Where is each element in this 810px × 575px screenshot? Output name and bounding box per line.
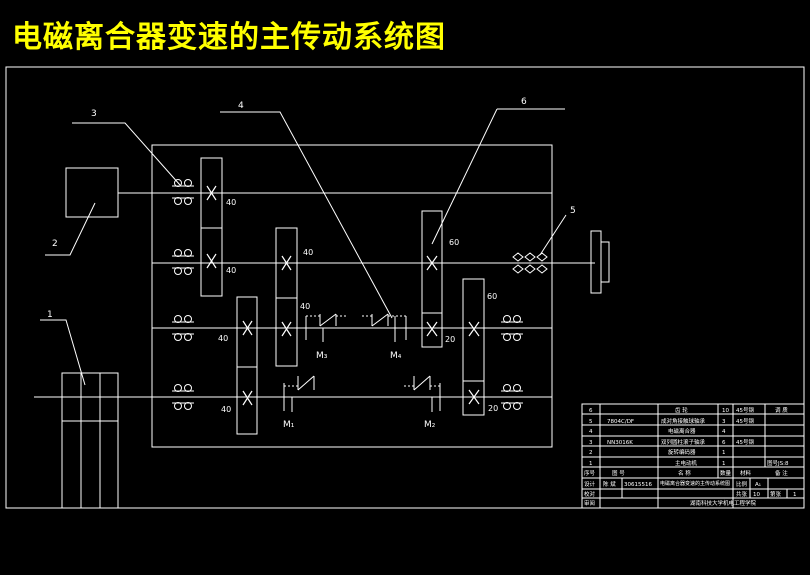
tb-scale-label: 比例 (736, 480, 748, 488)
encoder-box (65, 167, 119, 218)
tb-row2-no: 2 (589, 450, 593, 456)
tb-page-label: 第张 (770, 490, 782, 498)
callout-3: 3 (91, 109, 97, 119)
clutch-label-m4: M₄ (390, 351, 402, 361)
spindle-nose (600, 241, 610, 283)
tb-header-name: 名 称 (678, 469, 691, 477)
gear-block-4b (421, 312, 443, 348)
clutch-m1-m2 (283, 375, 441, 412)
tb-header-qty: 数量 (720, 469, 732, 477)
tb-check-label: 校对 (584, 490, 596, 498)
clutch-m3-m4 (305, 313, 407, 342)
bearing-group (172, 179, 523, 410)
title-block (581, 403, 805, 509)
tb-sheet-total: 10 (753, 492, 760, 498)
tb-row1-no: 1 (589, 461, 593, 467)
gearbox-housing (151, 144, 553, 448)
leader-5 (539, 214, 567, 256)
tb-row2-qty: 1 (722, 450, 726, 456)
clutch-label-m3: M₃ (316, 351, 328, 361)
teeth-g1-bottom: 40 (226, 266, 236, 275)
tb-row6-qty: 10 (722, 408, 729, 414)
callout-1: 1 (47, 310, 53, 320)
tb-sheet-label: 共张 (736, 490, 748, 498)
tb-row5-code: 7804C/DF (607, 419, 634, 425)
teeth-g5-bottom: 20 (488, 404, 498, 413)
tb-header-no: 序号 (584, 469, 596, 477)
teeth-g3-bottom: 40 (221, 405, 231, 414)
teeth-g3-top: 40 (218, 334, 228, 343)
tb-scale: A₁ (755, 482, 761, 488)
gear-block-5b (462, 380, 485, 416)
tb-row5-material: 45号钢 (736, 417, 754, 425)
tb-row3-qty: 6 (722, 440, 726, 446)
tb-row5-name: 成对角接触球轴承 (661, 417, 706, 425)
teeth-g2-bottom: 40 (300, 302, 310, 311)
tb-header-material: 材料 (740, 469, 752, 477)
teeth-g4-top: 60 (449, 238, 459, 247)
tb-row6-note: 调 质 (775, 406, 788, 414)
leader-6b (431, 108, 498, 245)
tb-row3-code: NN3016K (607, 440, 633, 446)
tb-review-label: 审阅 (584, 499, 595, 507)
tb-page: 1 (793, 492, 797, 498)
tb-design-label: 设计 (584, 480, 596, 488)
tb-row1-qty: 1 (722, 461, 726, 467)
teeth-g4-bottom: 20 (445, 335, 455, 344)
tb-school: 湖南科技大学机电工程学院 (690, 499, 757, 507)
tb-row6-material: 45号钢 (736, 406, 754, 414)
tb-note-right: 图号JS:8 (767, 459, 789, 467)
gear-block-1b (200, 227, 223, 297)
callout-5: 5 (570, 206, 576, 216)
tb-designer: 陈 斌 (603, 480, 616, 488)
tb-row3-material: 45号钢 (736, 438, 754, 446)
callout-2: 2 (52, 239, 58, 249)
leader-3 (72, 122, 181, 186)
spindle-chuck (590, 230, 602, 294)
tb-row4-qty: 4 (722, 429, 726, 435)
tb-row1-name: 主电动机 (675, 459, 698, 467)
gear-block-2b (275, 297, 298, 367)
tb-row4-name: 电磁离合器 (668, 427, 696, 435)
teeth-g2-top: 40 (303, 248, 313, 257)
gear-block-3a (236, 296, 258, 368)
teeth-g5-top: 60 (487, 292, 497, 301)
tb-row4-no: 4 (589, 429, 593, 435)
tb-row2-name: 旋转编码器 (668, 448, 696, 456)
tb-student-no: 30615516 (624, 482, 652, 488)
tb-drawing-title: 电磁离合器变速的主传动系统图 (660, 480, 730, 487)
tb-row5-no: 5 (589, 419, 593, 425)
clutch-label-m2: M₂ (424, 420, 436, 430)
tb-row3-name: 双列圆柱滚子轴承 (661, 438, 706, 446)
tb-header-note: 备 注 (775, 469, 788, 477)
callout-4: 4 (238, 101, 244, 111)
tb-row5-qty: 3 (722, 419, 726, 425)
gear-block-3b (236, 366, 258, 435)
tb-header-code: 图 号 (612, 469, 625, 477)
drawing-frame (5, 66, 805, 509)
page-title: 电磁离合器变速的主传动系统图 (12, 20, 446, 55)
callout-6: 6 (521, 97, 527, 107)
teeth-g1-top: 40 (226, 198, 236, 207)
leader-4 (220, 111, 393, 319)
tb-row3-no: 3 (589, 440, 593, 446)
leader-1 (40, 319, 86, 386)
tb-row6-name: 齿 轮 (675, 406, 688, 414)
tb-row6-no: 6 (589, 408, 593, 414)
clutch-label-m1: M₁ (283, 420, 295, 430)
leader-2 (45, 202, 96, 256)
spindle-bearings (512, 252, 548, 274)
